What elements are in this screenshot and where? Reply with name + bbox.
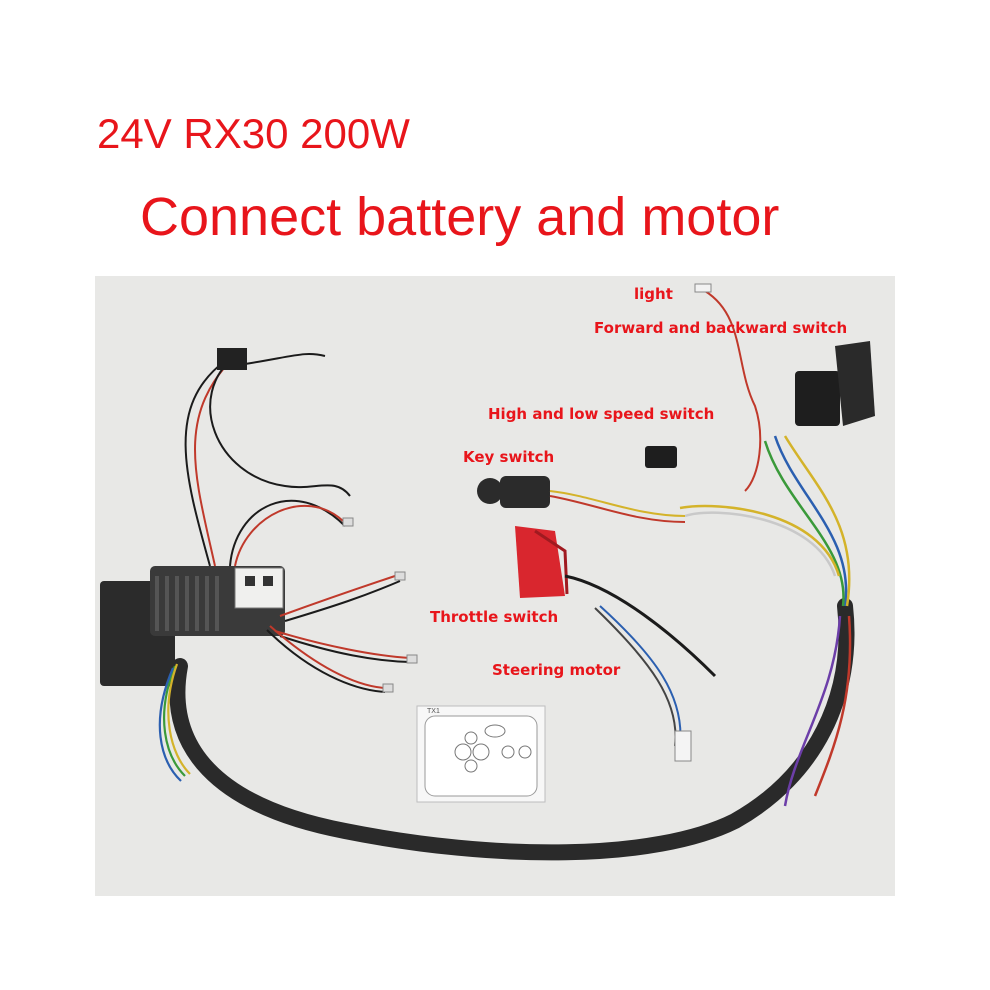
forward-backward-switch-label: Forward and backward switch	[594, 319, 848, 337]
steering-motor-connector	[674, 730, 692, 762]
wire-bundle-right	[679, 435, 852, 807]
connector-top-left	[217, 348, 247, 370]
controller-wires	[184, 353, 411, 693]
light-wire	[704, 290, 762, 492]
light-label: light	[634, 285, 673, 303]
page-title: Connect battery and motor	[140, 187, 780, 247]
remote-control-box	[416, 705, 546, 803]
steering-motor-label: Steering motor	[492, 661, 621, 679]
steering-motor-wires	[594, 605, 682, 747]
wiring-kit-photo: light Forward and backward switch High a…	[95, 276, 895, 896]
main-harness-sleeve	[169, 598, 855, 861]
spec-heading: 24V RX30 200W	[97, 110, 410, 157]
light-connector	[694, 283, 712, 293]
throttle-switch	[515, 526, 717, 678]
wiring-harness-illustration	[100, 283, 875, 861]
high-low-speed-switch-label: High and low speed switch	[488, 405, 715, 423]
remote-model-label: TX1	[427, 708, 440, 715]
throttle-switch-label: Throttle switch	[430, 608, 559, 626]
controller-box	[100, 566, 285, 686]
key-switch	[477, 476, 686, 523]
key-switch-label: Key switch	[463, 448, 555, 466]
high-low-speed-switch	[645, 446, 677, 468]
forward-backward-switch	[795, 341, 875, 426]
